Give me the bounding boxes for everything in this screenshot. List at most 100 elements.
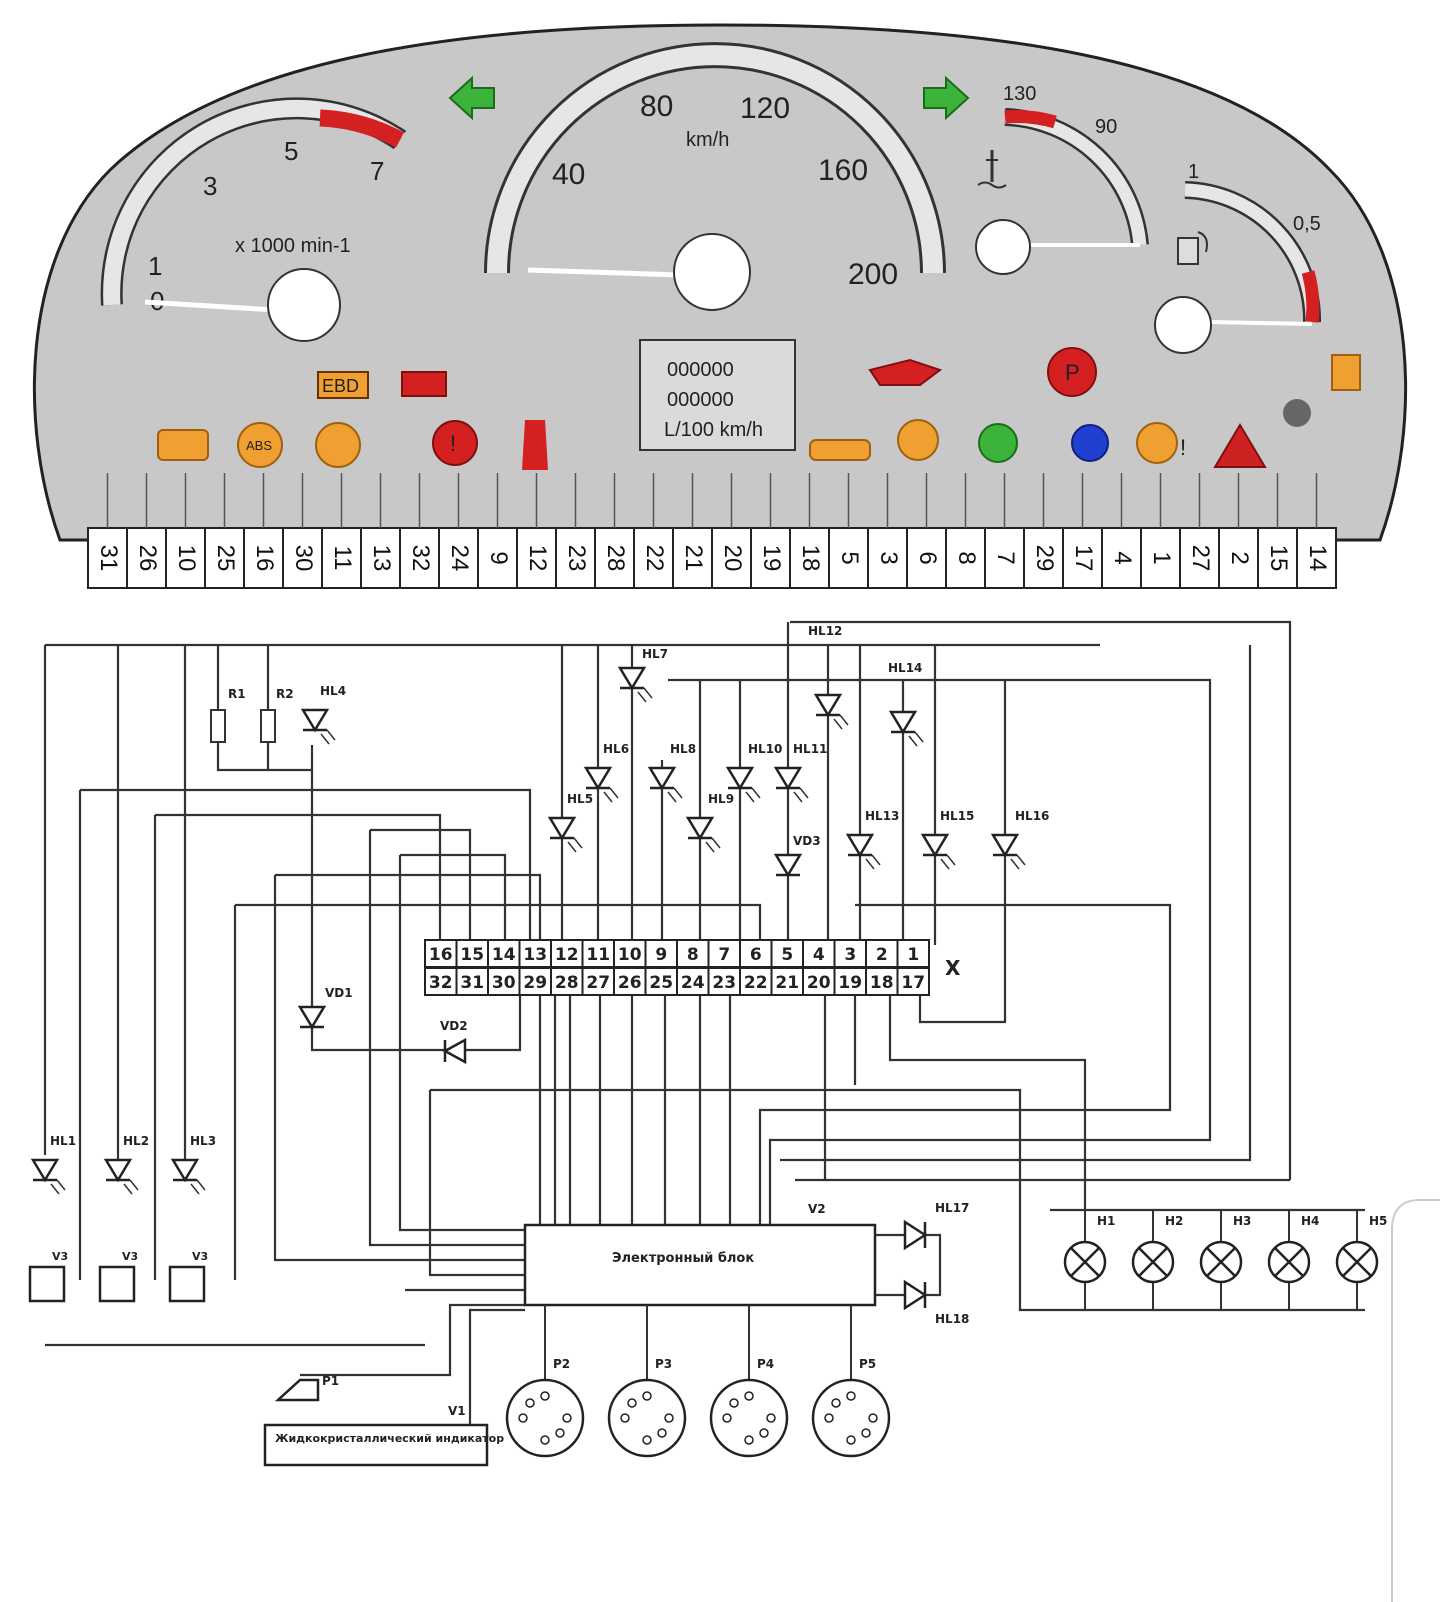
cluster-pin: 4 [1101,473,1142,589]
cluster-pin-label: 31 [95,545,122,572]
tacho-tick-7: 7 [370,156,384,186]
connector-pin-label: 21 [775,973,799,993]
connector-pin: 7 [707,939,741,968]
led-label: HL3 [190,1134,216,1148]
cluster-pin-label: 28 [602,545,629,572]
led-hl10: HL10 [725,742,782,803]
connector-pin-label: 3 [844,945,856,965]
odometer-display: 000000 000000 L/100 km/h [639,339,796,451]
connector-pin-label: 23 [712,973,736,993]
led-label: HL10 [748,742,782,756]
cluster-pin: 12 [516,473,557,589]
cluster-pin-label: 30 [290,545,317,572]
cluster-pin-label: 12 [524,545,551,572]
cluster-pin: 26 [126,473,167,589]
cluster-pin-label: 7 [992,551,1019,564]
fuel-pump-icon [1177,231,1208,265]
connector-pin: 20 [802,967,836,996]
led-hl1: HL1 [30,1134,76,1195]
connector-pin: 32 [424,967,458,996]
led-hl3: HL3 [170,1134,216,1195]
gauge-p2: P2 [505,1305,585,1458]
connector-pin: 24 [676,967,710,996]
connector-pin-label: 26 [618,973,642,993]
cluster-pin-label: 1 [1148,551,1175,564]
connector-pin: 6 [739,939,773,968]
sensor-v3-2: V3 [98,1250,138,1303]
diode-vd2-label: VD2 [440,1019,468,1033]
connector-pin: 12 [550,939,584,968]
connector-pin-label: 32 [429,973,453,993]
cluster-pin-label: 27 [1187,545,1214,572]
cluster-pin: 20 [711,473,752,589]
led-hl17: HL17 [903,1201,969,1251]
connector-pin-label: 16 [429,945,453,965]
led-label: HL5 [567,792,593,806]
led-label: HL14 [888,661,922,675]
parking-brake-icon: P [1047,347,1097,397]
cluster-pin: 7 [984,473,1025,589]
cluster-pin-label: 18 [797,545,824,572]
cluster-pin: 32 [399,473,440,589]
instrument-cluster: 0 1 3 5 7 x 1000 min-1 40 80 120 160 200… [32,23,1408,589]
electronic-block: Электронный блок V2 [523,1202,877,1307]
cluster-pin-label: 3 [875,551,902,564]
fuel-gauge: 1 0,5 [1154,161,1322,354]
speedo-tick-200: 200 [848,258,898,291]
connector-pin-label: 5 [781,945,793,965]
temp-tick-130: 130 [1003,83,1036,105]
lamp-label: H4 [1301,1214,1319,1228]
connector-pin-label: 29 [523,973,547,993]
connector-pin: 22 [739,967,773,996]
led-hl15: HL15 [920,809,974,870]
lamp-label: H1 [1097,1214,1115,1228]
led-hl11: HL11 [773,742,827,803]
connector-pin-label: 15 [460,945,484,965]
buzzer-p1: P1 [274,1374,339,1402]
cluster-pin: 10 [165,473,206,589]
connector-pin-label: 31 [460,973,484,993]
cluster-pin: 28 [594,473,635,589]
diode-vd1: VD1 [297,986,353,1030]
battery-icon [401,371,447,397]
led-hl14: HL14 [888,661,924,747]
connector-pin-label: 2 [876,945,888,965]
cluster-pin-label: 26 [134,545,161,572]
cluster-pin-label: 5 [836,551,863,564]
speedometer: 40 80 120 160 200 km/h [484,42,946,311]
indicator-dot-icon [1283,399,1311,427]
led-label: HL4 [320,684,346,698]
connector-pin: 23 [707,967,741,996]
cluster-pin-label: 32 [407,545,434,572]
corner-fold [1391,1199,1440,1602]
cluster-pin: 17 [1062,473,1103,589]
led-label: HL11 [793,742,827,756]
parking-label: P [1065,360,1080,385]
connector-pin: 2 [865,939,899,968]
lamp-h1: H1 [1063,1210,1115,1310]
tacho-tick-3: 3 [203,171,217,201]
cluster-pin-label: 9 [485,551,512,564]
odo-line-3: L/100 km/h [664,419,763,441]
gauge-p4: P4 [709,1305,789,1458]
connector-pin-label: 17 [901,973,925,993]
led-label: HL13 [865,809,899,823]
connector-pin-label: 11 [586,945,610,965]
gauge-p3: P3 [607,1305,687,1458]
cluster-pin: 23 [555,473,596,589]
cluster-pin: 19 [750,473,791,589]
connector-pin: 4 [802,939,836,968]
cluster-pin: 6 [906,473,947,589]
connector-pin: 19 [833,967,867,996]
speedo-tick-120: 120 [740,92,790,125]
connector-pin: 17 [896,967,930,996]
ebd-warning-icon: EBD [317,371,369,399]
lamp-label: H5 [1369,1214,1387,1228]
connector-pin-label: 12 [555,945,579,965]
hazard-icon [1213,423,1267,468]
cluster-pin: 16 [243,473,284,589]
connector-pin-label: 28 [555,973,579,993]
